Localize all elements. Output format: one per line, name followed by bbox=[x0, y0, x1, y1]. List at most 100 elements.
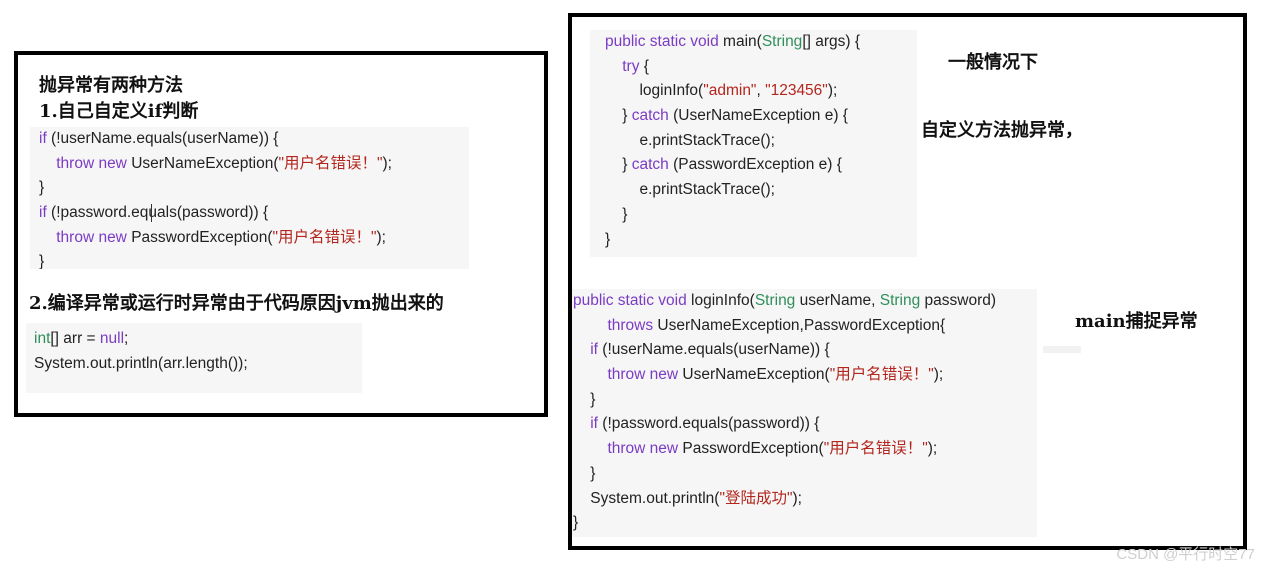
code-token: } bbox=[573, 464, 596, 482]
code-token: "用户名错误！" bbox=[823, 440, 928, 458]
code-line: if (!userName.equals(userName)) { bbox=[39, 127, 469, 152]
code-line: throws UserNameException,PasswordExcepti… bbox=[573, 314, 1037, 339]
code-token: public static void bbox=[605, 33, 719, 50]
code-block-null-pointer: int[] arr = null; System.out.println(arr.… bbox=[26, 323, 362, 393]
code-line: if (!password.equals(password)) { bbox=[573, 412, 1037, 437]
note-main-catches: main捕捉异常 bbox=[1075, 311, 1198, 332]
code-token: public static void bbox=[573, 292, 687, 309]
point-one: 1.自己自定义if判断 bbox=[39, 101, 199, 122]
code-token: password) bbox=[920, 292, 997, 309]
code-block-login-info-method: public static void loginInfo( String user… bbox=[572, 289, 1037, 537]
code-line: if (!password.equals(password)) { bbox=[39, 201, 469, 226]
code-line: System.out.println("登陆成功"); bbox=[573, 487, 1037, 512]
code-block-main-method: public static void main(String[] args) {… bbox=[590, 30, 917, 257]
code-token: if bbox=[590, 341, 598, 359]
code-line: throw new PasswordException("用户名错误！"); bbox=[39, 226, 469, 251]
code-block-custom-if: if (!userName.equals(userName)) { throw … bbox=[30, 127, 469, 269]
code-token bbox=[573, 366, 607, 383]
code-token: loginInfo( bbox=[686, 292, 755, 309]
code-token: "用户名错误！" bbox=[272, 228, 377, 246]
code-token: PasswordException( bbox=[126, 228, 273, 246]
code-line: throw new UserNameException("用户名错误！"); bbox=[573, 363, 1037, 388]
code-token: "登陆成功" bbox=[719, 489, 793, 507]
code-token: e.printStackTrace(); bbox=[605, 181, 775, 199]
code-token: if bbox=[39, 204, 47, 222]
code-token: ; bbox=[124, 330, 129, 347]
code-line: throw new UserNameException("用户名错误！"); bbox=[39, 152, 469, 177]
code-token: throws bbox=[607, 316, 654, 334]
code-token: System.out.println( bbox=[573, 489, 720, 507]
code-token: catch bbox=[631, 107, 669, 125]
code-token: { bbox=[639, 57, 649, 75]
code-line: } bbox=[573, 388, 1037, 413]
code-token: "用户名错误！" bbox=[278, 154, 383, 172]
code-token: [] args) { bbox=[802, 33, 861, 50]
code-token: throw new bbox=[607, 440, 679, 458]
code-token: , bbox=[756, 82, 766, 100]
code-token: } bbox=[39, 179, 45, 197]
code-token bbox=[573, 440, 607, 457]
code-line: System.out.println(arr.length()); bbox=[34, 352, 362, 377]
code-line: } bbox=[605, 203, 917, 228]
code-token: System.out.println(arr.length()); bbox=[34, 354, 248, 372]
code-token: } bbox=[605, 107, 632, 125]
code-token: loginInfo( bbox=[605, 82, 704, 100]
code-token bbox=[573, 415, 590, 432]
text-cursor bbox=[151, 204, 152, 222]
code-token: String bbox=[879, 292, 921, 309]
code-line: } bbox=[39, 250, 469, 269]
code-token: "用户名错误！" bbox=[829, 366, 934, 384]
code-token: } bbox=[605, 156, 632, 174]
code-line: } bbox=[573, 462, 1037, 487]
code-line: } catch (PasswordException e) { bbox=[605, 153, 917, 178]
code-token: ); bbox=[382, 154, 392, 172]
code-line: try { bbox=[605, 55, 917, 80]
note-general-case: 一般情况下 bbox=[948, 52, 1038, 73]
code-token: UserNameException( bbox=[126, 154, 279, 172]
code-line: int[] arr = null; bbox=[34, 327, 362, 352]
watermark: CSDN @平行时空77 bbox=[1116, 546, 1255, 563]
code-token: if bbox=[590, 415, 598, 433]
code-token: UserNameException,PasswordException{ bbox=[653, 316, 946, 334]
code-line: } bbox=[573, 511, 1037, 536]
code-token: userName, bbox=[795, 292, 880, 309]
code-line: } bbox=[605, 228, 917, 253]
code-token: e.printStackTrace(); bbox=[605, 131, 775, 149]
code-token bbox=[39, 229, 56, 246]
code-token bbox=[573, 317, 607, 334]
code-line: public static void loginInfo( String user… bbox=[573, 289, 1037, 314]
code-token: ); bbox=[927, 440, 938, 458]
code-token: } bbox=[573, 390, 596, 408]
code-line: } catch (UserNameException e) { bbox=[605, 104, 917, 129]
left-title: 抛异常有两种方法 bbox=[39, 75, 183, 96]
code-line: if (!userName.equals(userName)) { bbox=[573, 338, 1037, 363]
code-line: loginInfo("admin", "123456"); bbox=[605, 79, 917, 104]
code-token: [] arr = bbox=[50, 330, 100, 347]
code-token: (!password.equals(password)) { bbox=[597, 415, 820, 433]
code-token: throw new bbox=[56, 228, 127, 246]
code-token: } bbox=[605, 230, 611, 248]
code-line: e.printStackTrace(); bbox=[605, 178, 917, 203]
code-token: catch bbox=[631, 156, 669, 174]
code-token: int bbox=[34, 330, 51, 347]
code-token: main( bbox=[718, 33, 762, 50]
code-line: throw new PasswordException("用户名错误！"); bbox=[573, 437, 1037, 462]
code-token: PasswordException( bbox=[678, 440, 824, 458]
code-token: "123456" bbox=[765, 82, 828, 100]
code-token bbox=[573, 341, 590, 358]
code-token: (PasswordException e) { bbox=[668, 156, 842, 174]
code-token: (!userName.equals(userName)) { bbox=[46, 130, 279, 147]
code-token bbox=[605, 58, 622, 75]
code-token: (!password.equals(password)) { bbox=[46, 204, 269, 222]
code-token: (UserNameException e) { bbox=[668, 107, 848, 125]
code-token: try bbox=[622, 57, 640, 75]
code-token: ); bbox=[827, 82, 838, 100]
code-token: ); bbox=[376, 228, 386, 246]
note-custom-method-throws: 自定义方法抛异常， bbox=[921, 120, 1083, 141]
code-token: } bbox=[605, 205, 628, 223]
code-token: throw new bbox=[56, 154, 127, 172]
code-token: UserNameException( bbox=[678, 366, 830, 384]
code-token: "admin" bbox=[703, 82, 757, 100]
code-line: e.printStackTrace(); bbox=[605, 129, 917, 154]
code-token bbox=[39, 155, 56, 172]
